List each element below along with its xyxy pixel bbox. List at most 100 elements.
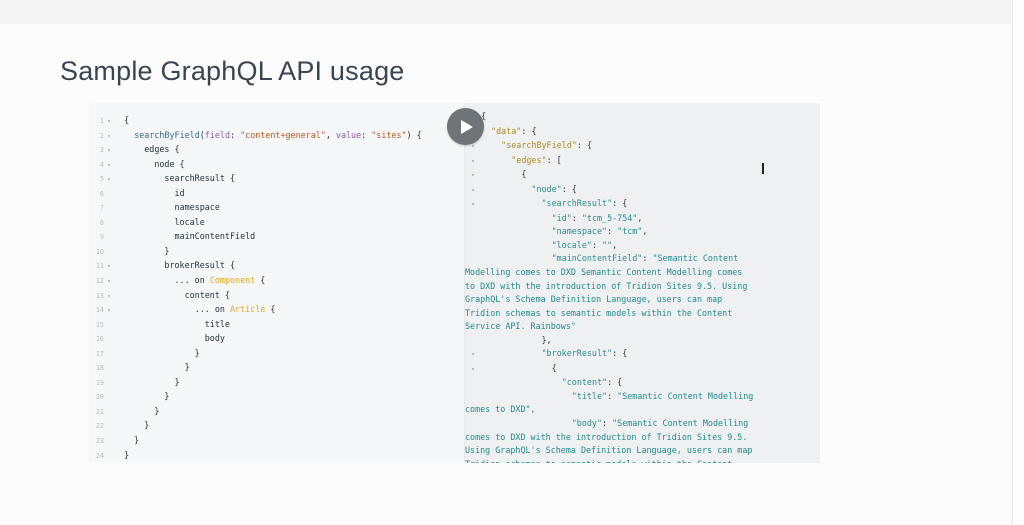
fold-arrow-icon[interactable]: ▾ bbox=[107, 147, 111, 155]
result-line: GraphQL's Schema Definition Language, us… bbox=[465, 293, 753, 307]
execute-query-button[interactable] bbox=[447, 108, 484, 145]
query-line: 12▾ ... on Component { bbox=[89, 274, 422, 289]
line-number: 24 bbox=[95, 451, 104, 460]
fold-spacer bbox=[104, 406, 114, 420]
fold-arrow-icon[interactable]: ▾ bbox=[107, 263, 111, 271]
query-line: 20 } bbox=[89, 390, 422, 405]
result-line-text: { bbox=[481, 169, 527, 180]
fold-spacer bbox=[104, 231, 114, 245]
fold-arrow-icon[interactable]: ▾ bbox=[471, 351, 475, 359]
fold-arrow-icon[interactable]: ▾ bbox=[471, 365, 475, 373]
query-line-text: } bbox=[124, 405, 160, 416]
play-icon bbox=[461, 119, 473, 134]
line-number: 6 bbox=[99, 189, 104, 198]
query-line: 21 } bbox=[89, 405, 422, 420]
result-line: ▾ "searchResult": { bbox=[465, 197, 753, 212]
query-line: 7 namespace bbox=[89, 201, 422, 216]
result-line-text: { bbox=[481, 111, 487, 121]
result-line: "content": { bbox=[465, 376, 753, 390]
query-line-text: } bbox=[124, 347, 200, 358]
query-line-text: } bbox=[124, 362, 190, 373]
query-line: 16 body bbox=[89, 332, 422, 347]
fold-arrow-icon[interactable]: ▾ bbox=[471, 172, 475, 180]
query-line: 10 } bbox=[89, 245, 422, 260]
fold-arrow-icon[interactable]: ▾ bbox=[471, 201, 475, 209]
result-line-text: "namespace": "tcm", bbox=[551, 226, 648, 237]
query-line-text: } bbox=[124, 435, 140, 446]
query-line: 2▾ searchByField(field: "content+general… bbox=[89, 129, 422, 144]
line-number: 1 bbox=[99, 117, 104, 125]
fold-spacer bbox=[104, 420, 114, 434]
fold-arrow-icon[interactable]: ▾ bbox=[471, 157, 475, 165]
fold-arrow-icon[interactable]: ▾ bbox=[107, 278, 111, 286]
line-number: 22 bbox=[95, 422, 104, 431]
result-line-text: "mainContentField": "Semantic Content bbox=[551, 253, 739, 264]
query-line-text: content { bbox=[124, 289, 230, 300]
query-line-text: { bbox=[124, 115, 130, 125]
result-line-text: "content": { bbox=[561, 377, 623, 388]
query-line: 5▾ searchResult { bbox=[89, 172, 422, 187]
fold-arrow-icon[interactable]: ▾ bbox=[107, 118, 111, 125]
result-line: "title": "Semantic Content Modelling bbox=[465, 390, 754, 404]
result-line: "locale": "", bbox=[465, 239, 753, 253]
line-number: 17 bbox=[95, 349, 104, 358]
fold-arrow-icon[interactable]: ▾ bbox=[471, 143, 475, 151]
result-line-text: "brokerResult": { bbox=[541, 348, 628, 359]
result-line: Service API. Rainbows" bbox=[465, 320, 753, 334]
query-line: 14▾ ... on Article { bbox=[89, 303, 422, 318]
query-line-text: node { bbox=[124, 158, 185, 169]
line-number: 18 bbox=[95, 364, 104, 373]
query-line: 9 mainContentField bbox=[89, 230, 422, 245]
result-line-text: Tridion schemas to semantic models withi… bbox=[465, 307, 733, 318]
line-number: 11 bbox=[95, 262, 104, 271]
query-line-text: locale bbox=[124, 216, 205, 227]
line-number: 8 bbox=[99, 218, 104, 227]
line-number: 20 bbox=[95, 393, 104, 402]
result-line: ▾{ bbox=[465, 110, 753, 125]
result-line-text: "body": "Semantic Content Modelling bbox=[571, 418, 749, 429]
result-line: ▾ { bbox=[465, 168, 753, 183]
fold-arrow-icon[interactable]: ▾ bbox=[107, 307, 111, 315]
result-line: ▾ "data": { bbox=[465, 125, 753, 140]
query-line-text: } bbox=[124, 420, 150, 431]
result-line-text: "node": { bbox=[531, 183, 577, 194]
result-line-text: comes to DXD", bbox=[465, 404, 536, 415]
query-line: 1▾ { bbox=[89, 114, 422, 129]
fold-spacer bbox=[104, 202, 114, 216]
result-line: comes to DXD with the introduction of Tr… bbox=[465, 431, 753, 445]
query-line-text: ... on Article { bbox=[194, 304, 276, 315]
query-editor[interactable]: 1▾ {2▾ searchByField(field: "content+gen… bbox=[89, 103, 465, 463]
result-line: ▾ "searchByField": { bbox=[465, 139, 753, 154]
line-number: 13 bbox=[95, 291, 104, 300]
fold-arrow-icon[interactable]: ▾ bbox=[107, 132, 111, 140]
query-line: 8 locale bbox=[89, 216, 422, 231]
query-line-text: searchResult { bbox=[124, 173, 236, 184]
fold-arrow-icon[interactable]: ▾ bbox=[471, 186, 475, 194]
query-line-text: brokerResult { bbox=[124, 260, 236, 271]
result-line: Using GraphQL's Schema Definition Langua… bbox=[465, 444, 753, 458]
fold-arrow-icon[interactable]: ▾ bbox=[107, 292, 111, 300]
result-line: comes to DXD", bbox=[465, 403, 753, 417]
line-number: 23 bbox=[95, 437, 104, 446]
graphiql-screenshot: 1▾ {2▾ searchByField(field: "content+gen… bbox=[89, 103, 820, 463]
query-line-text: edges { bbox=[124, 144, 180, 155]
query-line-text: namespace bbox=[124, 202, 220, 213]
result-line: "id": "tcm_5-754", bbox=[465, 212, 753, 226]
result-line: ▾ { bbox=[465, 362, 753, 377]
result-line-text: "edges": [ bbox=[511, 154, 562, 165]
query-line: 18 } bbox=[89, 361, 422, 376]
query-line-text: body bbox=[124, 333, 225, 344]
fold-spacer bbox=[104, 319, 114, 333]
result-line: "body": "Semantic Content Modelling bbox=[465, 417, 753, 431]
fold-spacer bbox=[104, 246, 114, 260]
query-line-text: searchByField(field: "content+general", … bbox=[134, 129, 422, 140]
result-viewer: ▾{▾ "data": {▾ "searchByField": {▾ "edge… bbox=[465, 103, 820, 463]
query-line: 15 title bbox=[89, 318, 422, 333]
result-line: Tridion schemas to semantic models withi… bbox=[465, 458, 753, 463]
line-number: 21 bbox=[95, 407, 104, 416]
fold-arrow-icon[interactable]: ▾ bbox=[107, 161, 111, 169]
result-line-text: }, bbox=[481, 334, 552, 345]
result-line: ▾ "edges": [ bbox=[465, 154, 753, 169]
query-line: 11▾ brokerResult { bbox=[89, 259, 422, 274]
fold-arrow-icon[interactable]: ▾ bbox=[107, 176, 111, 184]
